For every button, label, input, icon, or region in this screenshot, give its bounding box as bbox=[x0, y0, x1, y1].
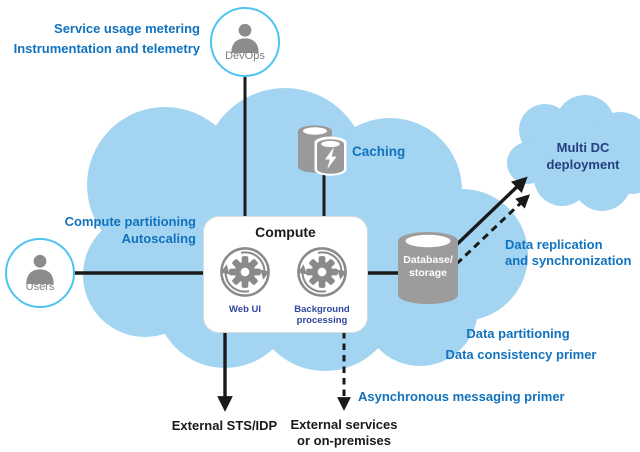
compute-annotations: Compute partitioning Autoscaling bbox=[61, 213, 196, 247]
data-replication-annotation: Data replication and synchronization bbox=[505, 237, 631, 269]
multi-dc-line2: deployment bbox=[546, 157, 620, 172]
arrow-database-multidc-solid bbox=[449, 176, 528, 252]
instrumentation-telemetry-label: Instrumentation and telemetry bbox=[13, 41, 200, 56]
web-ui-module: Web UI bbox=[217, 246, 273, 315]
caching-label: Caching bbox=[352, 144, 406, 159]
data-replication-line1: Data replication bbox=[505, 237, 603, 252]
background-processing-label-line2: processing bbox=[296, 315, 348, 326]
devops-actor: DevOps bbox=[210, 7, 280, 77]
web-ui-gear-icon bbox=[219, 246, 271, 298]
data-replication-line2: and synchronization bbox=[505, 253, 632, 268]
compute-box-title: Compute bbox=[255, 224, 316, 240]
users-label: Users bbox=[25, 281, 55, 293]
person-icon bbox=[231, 23, 259, 53]
multi-dc-line1: Multi DC bbox=[556, 140, 610, 155]
autoscaling-label: Autoscaling bbox=[121, 231, 196, 246]
database-label-line1: Database/ bbox=[403, 254, 453, 266]
multi-dc-cloud bbox=[507, 95, 640, 211]
database-label: Database/ storage bbox=[398, 254, 458, 280]
background-processing-module: Background processing bbox=[294, 246, 350, 326]
compute-box: Compute Web UI Background processing bbox=[203, 216, 368, 333]
users-actor: Users bbox=[5, 238, 75, 308]
async-messaging-primer-label: Asynchronous messaging primer bbox=[358, 389, 565, 404]
external-services-line1: External services bbox=[290, 417, 398, 432]
service-usage-metering-label: Service usage metering bbox=[54, 21, 200, 36]
person-icon bbox=[26, 254, 54, 284]
external-sts-idp-label: External STS/IDP bbox=[171, 418, 278, 433]
web-ui-label: Web UI bbox=[228, 304, 262, 315]
background-processing-gear-icon bbox=[296, 246, 348, 298]
devops-label: DevOps bbox=[225, 50, 265, 62]
database-label-line2: storage bbox=[409, 267, 447, 279]
top-left-annotations: Service usage metering Instrumentation a… bbox=[14, 19, 200, 59]
external-services-label: External services or on-premises bbox=[274, 417, 414, 449]
data-consistency-primer-label: Data consistency primer bbox=[445, 347, 597, 362]
background-processing-label-line1: Background bbox=[294, 304, 350, 315]
compute-partitioning-label: Compute partitioning bbox=[64, 214, 196, 229]
multi-dc-deployment-label: Multi DC deployment bbox=[523, 139, 640, 173]
external-services-line2: or on-premises bbox=[297, 433, 391, 448]
arrow-database-multidc-dashed bbox=[446, 194, 531, 274]
data-partitioning-label: Data partitioning bbox=[466, 326, 570, 341]
